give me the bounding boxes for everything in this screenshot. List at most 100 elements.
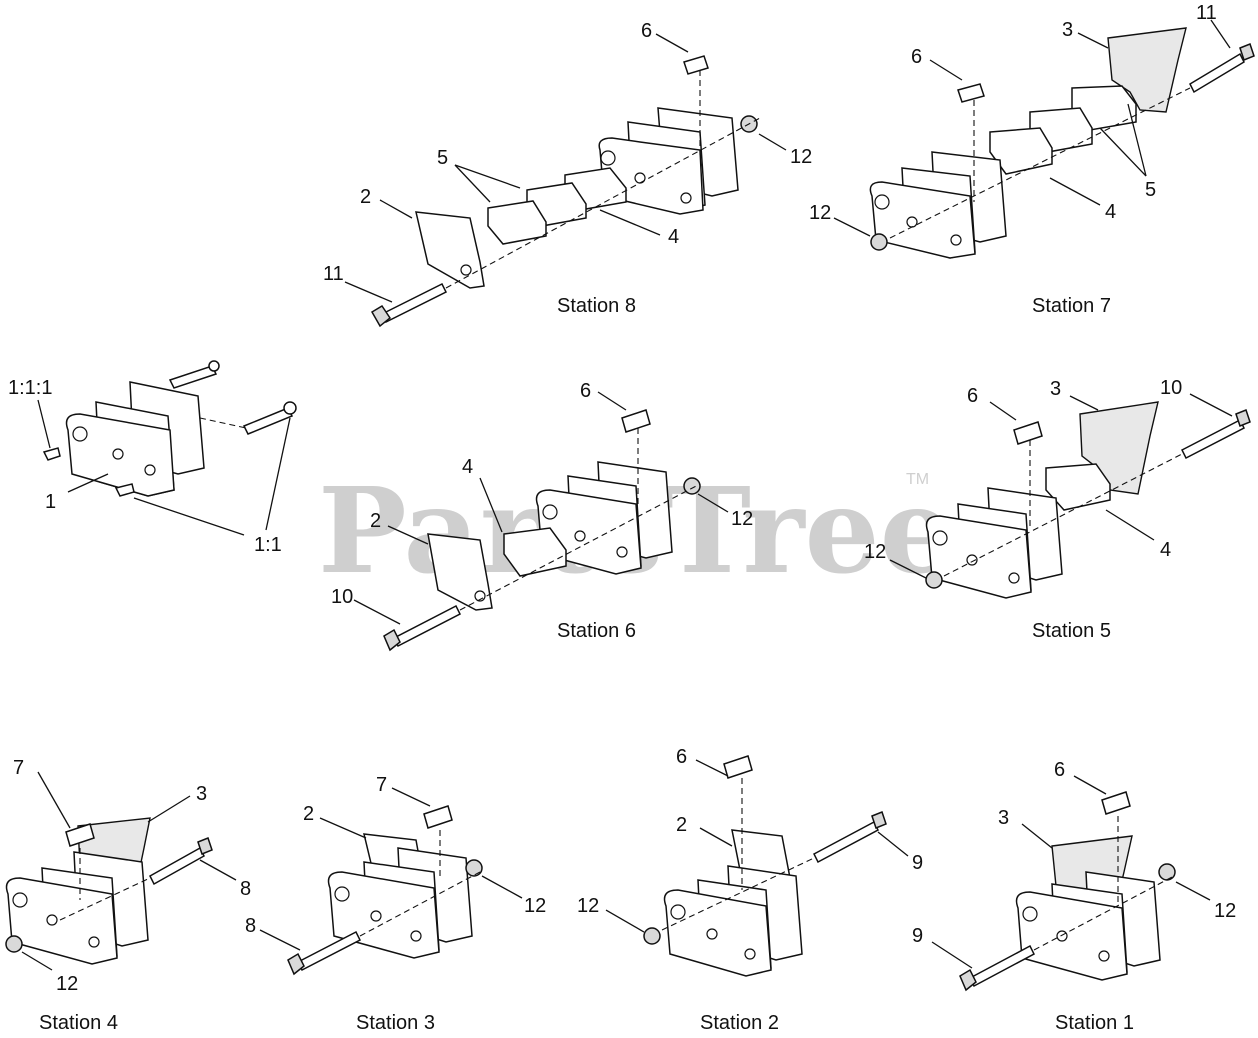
pin [621, 409, 651, 433]
callout-2: 2 [360, 186, 371, 208]
callout-12: 12 [56, 973, 78, 995]
bracket-hole [966, 554, 978, 566]
callout-4: 4 [1160, 539, 1171, 561]
callout-12: 12 [864, 541, 886, 563]
bracket-hole [906, 216, 918, 228]
station-2-group: 6 2 9 12 Station 2 [577, 746, 923, 1034]
callout-3: 3 [1062, 19, 1073, 41]
callout-2: 2 [303, 803, 314, 825]
callout-7: 7 [13, 757, 24, 779]
bolt [1189, 52, 1245, 94]
callout-10: 10 [1160, 377, 1182, 399]
spacer-block [487, 200, 547, 245]
station-2-label: Station 2 [700, 1012, 779, 1034]
callout-12: 12 [731, 508, 753, 530]
pin-head [208, 360, 220, 372]
callout-4: 4 [1105, 201, 1116, 223]
callout-1-1: 1:1 [254, 534, 282, 556]
lock-nut [1158, 863, 1176, 881]
bolt-head [1239, 43, 1255, 61]
bolt [392, 604, 462, 648]
lock-nut [465, 859, 483, 877]
station-8-label: Station 8 [557, 295, 636, 317]
bolt [296, 930, 362, 972]
callout-5: 5 [437, 147, 448, 169]
callout-11: 11 [1196, 2, 1217, 24]
bracket-hole [1008, 572, 1020, 584]
clevis-pin [168, 365, 218, 389]
plate-bracket [869, 181, 976, 259]
callout-10: 10 [331, 586, 353, 608]
bracket-hole [88, 936, 100, 948]
watermark-trademark: TM [906, 471, 929, 488]
bracket-hole [46, 914, 58, 926]
callout-7: 7 [376, 774, 387, 796]
plate-bracket [663, 889, 772, 977]
station-5-group: 6 3 10 12 4 Station 5 [864, 377, 1251, 642]
pin [1101, 791, 1131, 815]
deflector-plate [427, 533, 493, 611]
lock-nut [925, 571, 943, 589]
deflector-plate [1107, 27, 1187, 113]
station-3-group: 7 2 12 8 Station 3 [245, 774, 546, 1034]
station-1-label: Station 1 [1055, 1012, 1134, 1034]
bracket-hole [460, 264, 472, 276]
lock-nut [870, 233, 888, 251]
bracket-hole [1022, 906, 1038, 922]
callout-6: 6 [1054, 759, 1065, 781]
bracket-hole [670, 904, 686, 920]
callout-2: 2 [676, 814, 687, 836]
callout-6: 6 [676, 746, 687, 768]
station-7-group: 6 3 11 12 4 5 Station 7 [809, 2, 1255, 317]
bracket-hole [680, 192, 692, 204]
bracket-hole [1056, 930, 1068, 942]
callout-6: 6 [641, 20, 652, 42]
pin [1013, 421, 1043, 445]
bracket-hole [370, 910, 382, 922]
station-8-group: 6 5 2 4 11 12 Station 8 [323, 20, 812, 328]
station-3-label: Station 3 [356, 1012, 435, 1034]
bracket-hole [932, 530, 948, 546]
lock-nut [5, 935, 23, 953]
station-6-group: 6 4 2 12 10 Station 6 [331, 380, 753, 652]
callout-6: 6 [580, 380, 591, 402]
callout-11: 11 [323, 263, 344, 285]
callout-8: 8 [245, 915, 256, 937]
bolt [813, 820, 879, 864]
station-6-label: Station 6 [557, 620, 636, 642]
callout-5: 5 [1145, 179, 1156, 201]
pin [723, 755, 753, 779]
callout-9: 9 [912, 925, 923, 947]
pin-head [283, 401, 297, 415]
bolt-head [197, 837, 213, 855]
station-1-group: 6 3 12 9 Station 1 [912, 759, 1236, 1034]
station-4-label: Station 4 [39, 1012, 118, 1034]
hair-clip [42, 447, 61, 461]
bracket-hole [950, 234, 962, 246]
callout-8: 8 [240, 878, 251, 900]
hair-clip [114, 483, 135, 497]
callout-4: 4 [462, 456, 473, 478]
bracket-hole [410, 930, 422, 942]
bolt [149, 846, 205, 886]
callout-12: 12 [790, 146, 812, 168]
pin [683, 55, 709, 75]
bolt-head [959, 968, 977, 992]
bolt [1180, 418, 1246, 460]
bracket-hole [616, 546, 628, 558]
callout-2: 2 [370, 510, 381, 532]
bracket-hole [600, 150, 616, 166]
bracket-hole [72, 426, 88, 442]
callout-6: 6 [911, 46, 922, 68]
callout-12: 12 [577, 895, 599, 917]
bracket-hole [874, 194, 890, 210]
spacer-block [989, 127, 1053, 175]
bracket-hole [334, 886, 350, 902]
callout-3: 3 [998, 807, 1009, 829]
bracket-hole [744, 948, 756, 960]
bracket-hole [144, 464, 156, 476]
bolt-head [287, 952, 305, 976]
callout-1-1-1: 1:1:1 [8, 377, 52, 399]
bolt [969, 944, 1035, 988]
